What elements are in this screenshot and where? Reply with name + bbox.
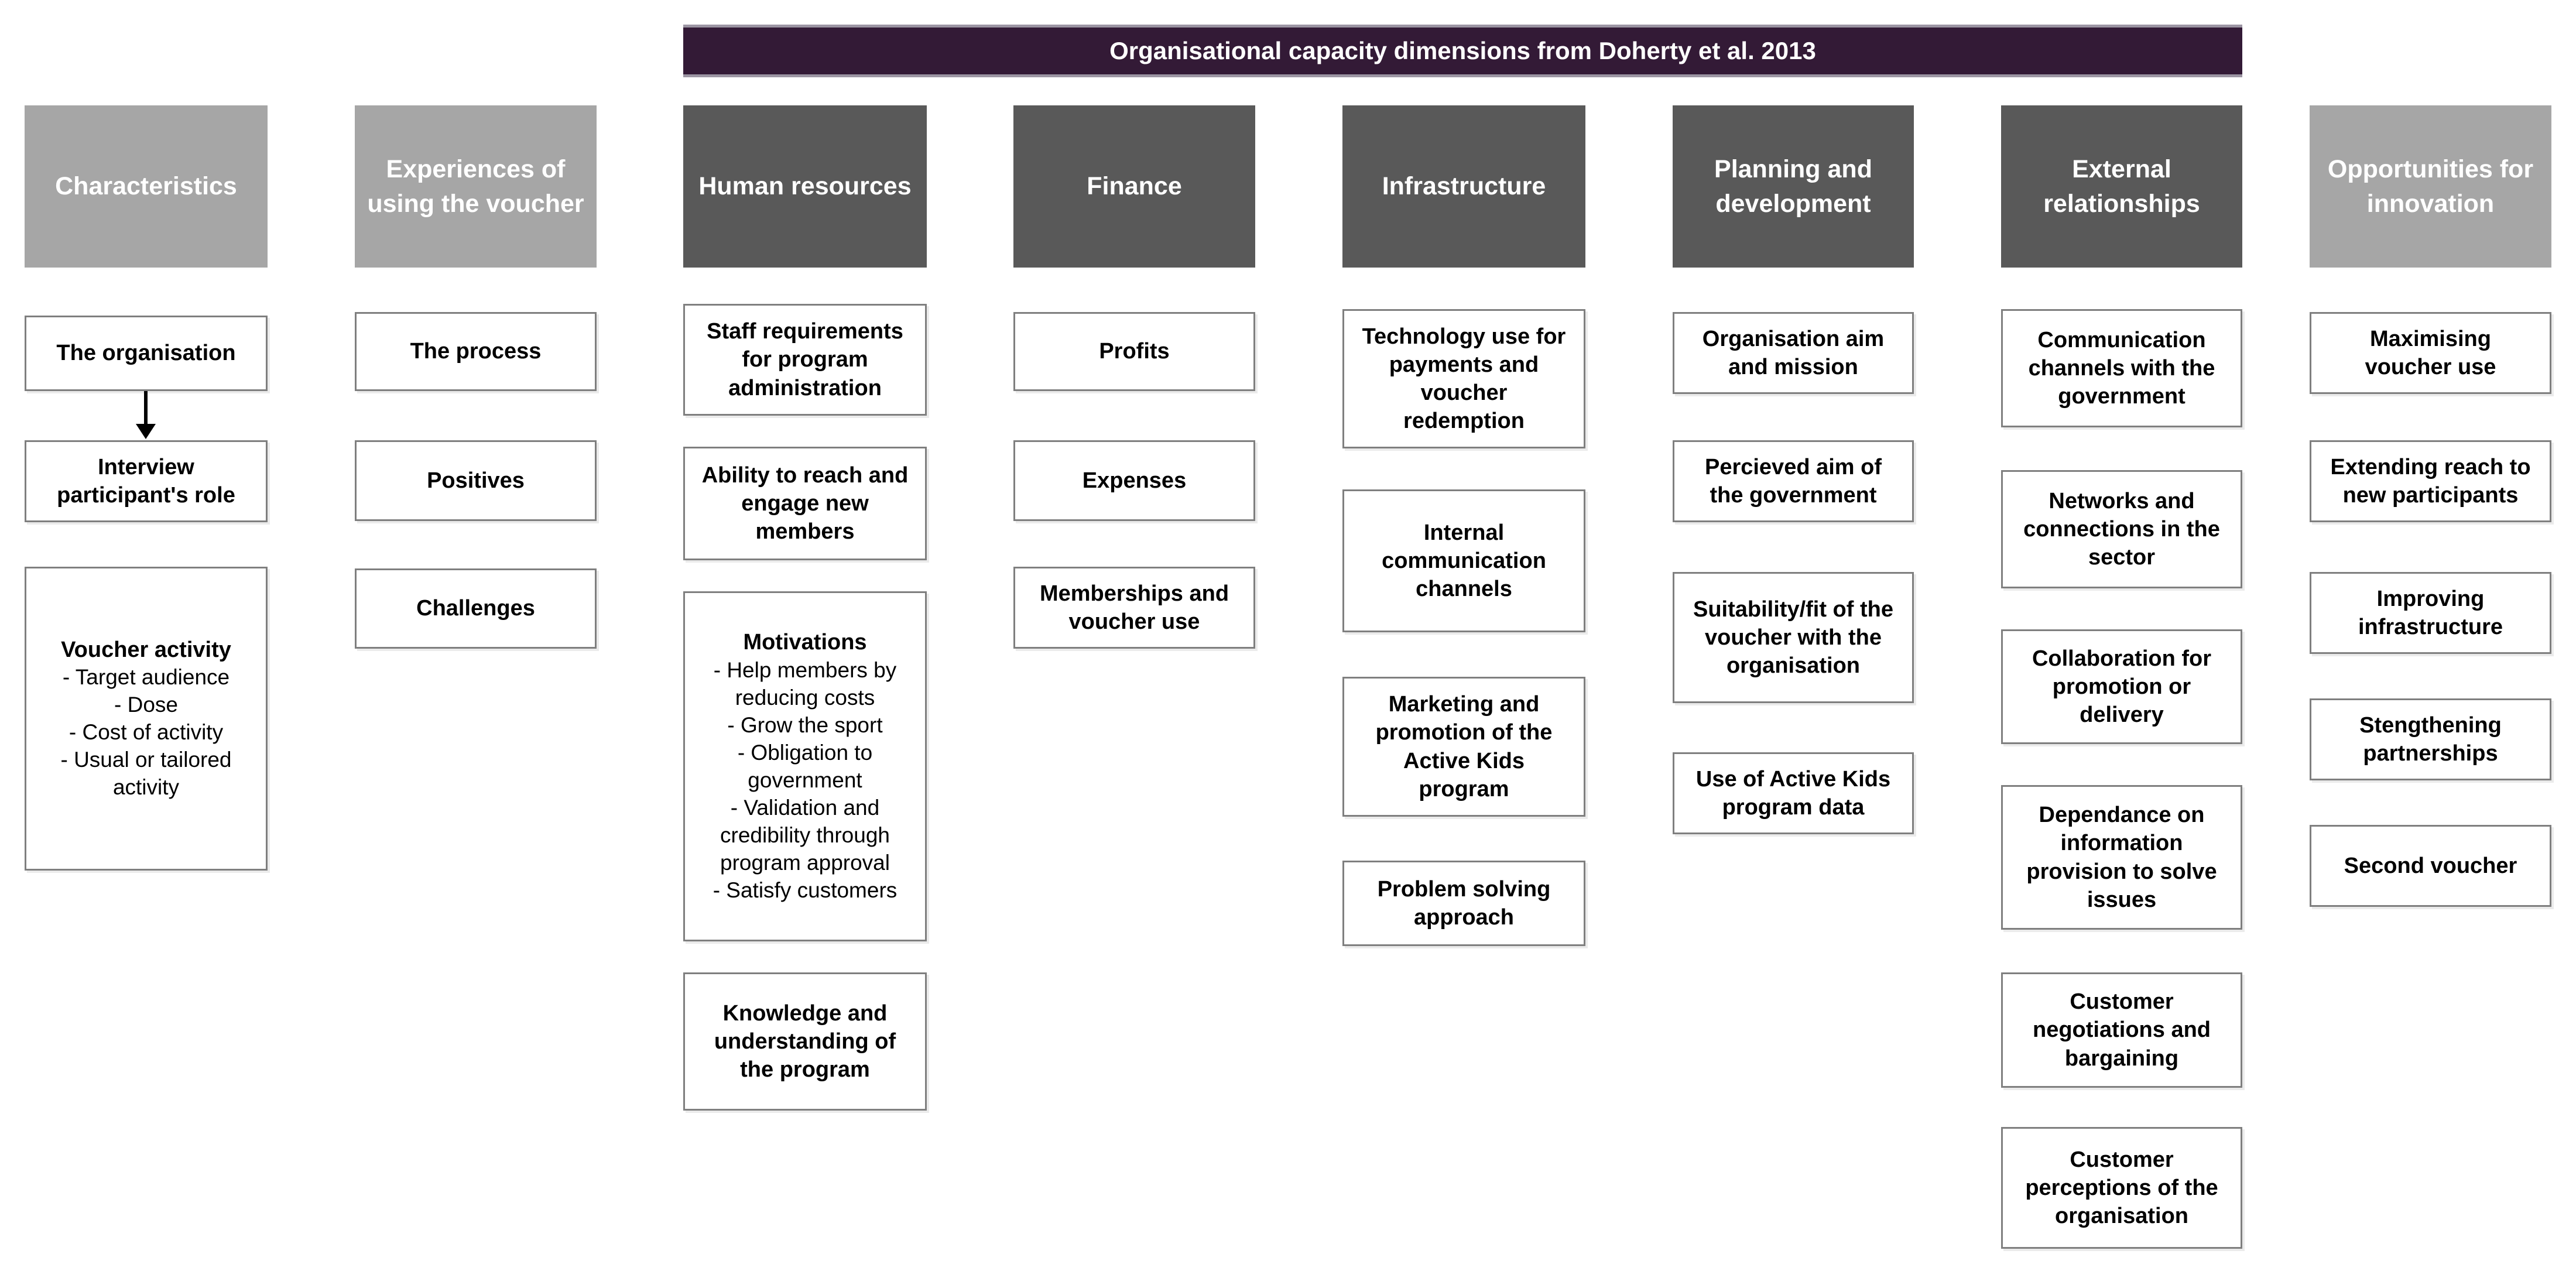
column-header-external-relationships: External relationships — [2001, 105, 2242, 268]
node-maximising-voucher-use: Maximising voucher use — [2310, 312, 2551, 394]
node-stengthening-partnerships: Stengthening partnerships — [2310, 698, 2551, 780]
node-challenges: Challenges — [355, 568, 597, 649]
column-header-human-resources: Human resources — [683, 105, 927, 268]
node-profits: Profits — [1013, 312, 1255, 391]
down-arrow-icon — [134, 391, 157, 439]
node-networks-connections: Networks and connections in the sector — [2001, 470, 2242, 588]
column-header-experiences: Experiences of using the voucher — [355, 105, 597, 268]
node-dependance-information: Dependance on information provision to s… — [2001, 785, 2242, 930]
node-the-organisation: The organisation — [25, 316, 268, 391]
column-header-opportunities-innovation: Opportunities for innovation — [2310, 105, 2551, 268]
node-organisation-aim: Organisation aim and mission — [1673, 312, 1914, 394]
node-communication-channels-government: Communication channels with the governme… — [2001, 309, 2242, 427]
node-the-process: The process — [355, 312, 597, 391]
node-motivations-title: Motivations — [743, 630, 867, 655]
node-marketing-promotion: Marketing and promotion of the Active Ki… — [1342, 677, 1585, 817]
node-internal-communication: Internal communication channels — [1342, 489, 1585, 632]
node-active-kids-data: Use of Active Kids program data — [1673, 752, 1914, 834]
column-header-finance: Finance — [1013, 105, 1255, 268]
node-voucher-activity-title: Voucher activity — [61, 637, 231, 662]
column-header-characteristics: Characteristics — [25, 105, 268, 268]
node-technology-use: Technology use for payments and voucher … — [1342, 309, 1585, 448]
node-collaboration-promotion-delivery: Collaboration for promotion or delivery — [2001, 629, 2242, 744]
node-staff-requirements: Staff requirements for program administr… — [683, 304, 927, 416]
node-motivations-items: - Help members by reducing costs - Grow … — [712, 657, 898, 902]
figure-title-banner: Organisational capacity dimensions from … — [683, 25, 2242, 77]
node-ability-to-reach: Ability to reach and engage new members — [683, 447, 927, 560]
column-header-planning-development: Planning and development — [1673, 105, 1914, 268]
column-header-infrastructure: Infrastructure — [1342, 105, 1585, 268]
node-expenses: Expenses — [1013, 440, 1255, 521]
node-suitability-fit: Suitability/fit of the voucher with the … — [1673, 572, 1914, 703]
node-customer-perceptions: Customer perceptions of the organisation — [2001, 1127, 2242, 1249]
node-customer-negotiations: Customer negotiations and bargaining — [2001, 972, 2242, 1088]
down-arrow-shaft — [144, 391, 148, 424]
node-motivations: Motivations - Help members by reducing c… — [683, 591, 927, 941]
node-memberships-voucher-use: Memberships and voucher use — [1013, 567, 1255, 649]
down-arrow-head — [136, 424, 156, 439]
node-voucher-activity-items: - Target audience - Dose - Cost of activ… — [60, 665, 232, 800]
node-interview-participants-role: Interview participant's role — [25, 440, 268, 522]
node-extending-reach: Extending reach to new participants — [2310, 440, 2551, 522]
node-knowledge-understanding: Knowledge and understanding of the progr… — [683, 972, 927, 1111]
node-second-voucher: Second voucher — [2310, 825, 2551, 907]
node-voucher-activity: Voucher activity - Target audience - Dos… — [25, 567, 268, 871]
node-improving-infrastructure: Improving infrastructure — [2310, 572, 2551, 654]
node-problem-solving: Problem solving approach — [1342, 861, 1585, 946]
node-positives: Positives — [355, 440, 597, 521]
node-perceived-aim-government: Percieved aim of the government — [1673, 440, 1914, 522]
